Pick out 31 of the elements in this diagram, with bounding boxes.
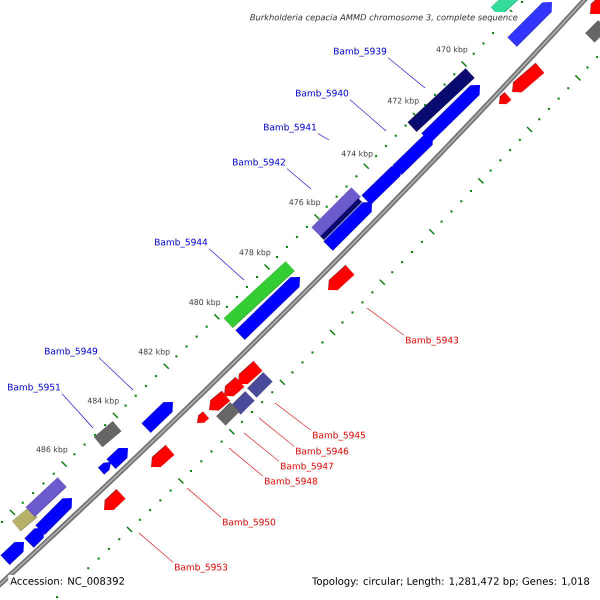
gene-label: Bamb_5945	[313, 432, 365, 440]
gene-label: Bamb_5948	[265, 478, 318, 486]
gene-label: Bamb_5953	[175, 564, 228, 572]
gene-label: Bamb_5950	[223, 518, 276, 528]
leader-line	[62, 393, 94, 428]
gene-label: Bamb_5947	[281, 462, 334, 472]
leader-line	[318, 133, 330, 140]
leader-line	[186, 488, 222, 518]
leader-line	[274, 402, 312, 431]
gene-label: Bamb_5944	[155, 238, 208, 248]
gene-label: Bamb_5943	[406, 336, 458, 346]
title: Burkholderia cepacia AMMD chromosome 3, complete sequence	[248, 12, 520, 24]
gene-label: Bamb_5942	[233, 158, 285, 168]
gene-label: Bamb_5941	[264, 124, 316, 132]
leader-line	[366, 308, 404, 336]
leader-line	[244, 432, 280, 462]
leader-line	[258, 418, 294, 447]
leader-line	[228, 448, 264, 477]
leader-line	[350, 99, 386, 132]
leader-line	[138, 532, 174, 563]
gene-label: Bamb_5951	[8, 384, 60, 392]
gene-label: Bamb_5940	[296, 90, 348, 98]
gene-label: Bamb_5939	[334, 48, 386, 56]
summary-text: Topology: circular; Length: 1,281,472 bp; Genes: 1,018	[310, 575, 592, 589]
leader-line	[388, 57, 426, 88]
accession-text: Accession: NC_008392	[8, 575, 127, 589]
leader-line	[98, 357, 134, 390]
gene-label: Bamb_5949	[45, 348, 98, 356]
gene-label: Bamb_5946	[296, 448, 348, 456]
leader-line	[286, 168, 312, 190]
leader-line	[208, 248, 244, 280]
